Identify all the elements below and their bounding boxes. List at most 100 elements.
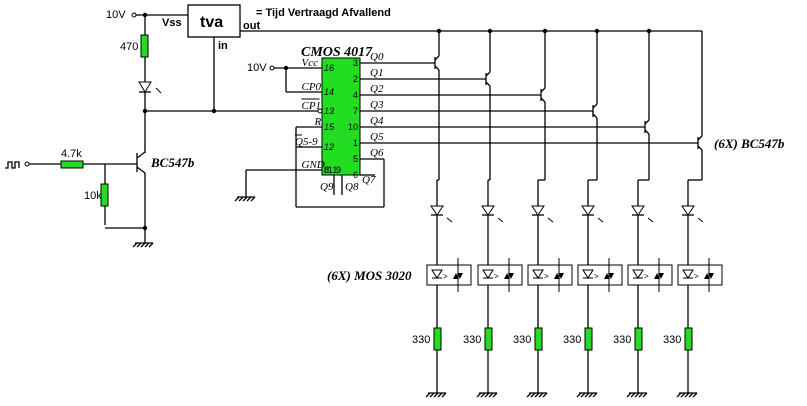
- led-icon: [631, 205, 654, 223]
- resistor-330-label: 330: [613, 334, 631, 346]
- led-icon: [138, 81, 162, 94]
- ic-pin-num: 3: [353, 58, 358, 68]
- resistor-4k7-label: 4.7k: [61, 148, 82, 160]
- tva-vss: Vss: [162, 17, 182, 29]
- resistor-330-label: 330: [513, 334, 531, 346]
- ic-pin-num: 5: [353, 154, 358, 164]
- svg-text:>: >: [694, 272, 699, 281]
- resistor-330-label: 330: [412, 334, 430, 346]
- resistor-330-label: 330: [463, 334, 481, 346]
- led-icon: [581, 205, 604, 223]
- transistor-icon: [540, 87, 546, 103]
- ic-pin-label: CP1: [302, 100, 322, 112]
- ic-pin-num: 11: [328, 165, 337, 175]
- input-terminal[interactable]: [24, 161, 30, 167]
- ic-pin-label: R: [314, 116, 322, 128]
- ic-pin-label: Q5-9: [295, 136, 318, 148]
- svg-text:>: >: [594, 272, 599, 281]
- ic-pin-label: GND: [302, 159, 325, 171]
- output-channel: >330: [360, 28, 573, 398]
- input-transistor-label: BC547b: [150, 155, 195, 170]
- resistor-4k7: [60, 160, 84, 169]
- optocoupler: >: [527, 258, 573, 292]
- transistor-icon: [434, 55, 440, 71]
- ic-pin-num: 10: [348, 122, 358, 132]
- resistor-330-label: 330: [563, 334, 581, 346]
- ic-pin-num: 14: [324, 87, 334, 97]
- supply-terminal: [131, 12, 137, 18]
- tva-label: tva: [200, 14, 223, 31]
- resistor-330: [584, 327, 593, 351]
- tva-description: = Tijd Vertraagd Afvallend: [256, 7, 391, 19]
- ic-pin-num: 16: [324, 63, 334, 73]
- ic-pin-num: 7: [353, 106, 358, 116]
- led-icon: [681, 205, 704, 223]
- output-channel: >330: [360, 31, 723, 398]
- ic-pin-num: 12: [324, 142, 334, 152]
- ground-icon: [576, 392, 598, 398]
- resistor-330: [433, 327, 442, 351]
- ic-pin-num: 1: [353, 138, 358, 148]
- transistor-icon: [485, 71, 491, 87]
- ground-icon: [676, 392, 698, 398]
- ic-output-label: Q8: [345, 181, 359, 193]
- ground-icon: [626, 392, 648, 398]
- ic-output-label: Q1: [370, 67, 383, 79]
- resistor-330: [634, 327, 643, 351]
- optocoupler: >: [677, 258, 723, 292]
- transistor-icon: [644, 119, 650, 135]
- ic-pin-num: 8: [324, 165, 329, 175]
- ic-name: CMOS 4017: [301, 45, 373, 60]
- output-channel: >330: [360, 28, 472, 398]
- ic-output-label: Q3: [370, 99, 384, 111]
- optocoupler: >: [577, 258, 623, 292]
- transistor-icon: [697, 135, 703, 151]
- resistor-330: [534, 327, 543, 351]
- output-transistors-label: (6X) BC547b: [714, 136, 785, 151]
- supply-label-top: 10V: [106, 9, 126, 21]
- led-icon: [481, 205, 504, 223]
- tva-in: in: [218, 40, 228, 52]
- tva-box: [187, 4, 241, 38]
- ground-icon: [476, 392, 498, 398]
- svg-text:>: >: [443, 272, 448, 281]
- output-channel: >330: [360, 28, 673, 398]
- optocoupler: >: [477, 258, 523, 292]
- svg-text:>: >: [644, 272, 649, 281]
- ic-pin-num: 13: [324, 106, 334, 116]
- transistor-icon: [592, 103, 598, 119]
- ic-output-label: Q9: [320, 181, 334, 193]
- led-icon: [531, 205, 554, 223]
- ground-icon: [425, 392, 447, 398]
- ic-pin-num: 6: [353, 170, 358, 180]
- ic-pin-num: 15: [324, 122, 335, 132]
- resistor-470: [140, 34, 149, 58]
- ic-output-label: Q2: [370, 83, 384, 95]
- resistor-330: [684, 327, 693, 351]
- ic-pin-num: 2: [353, 74, 358, 84]
- resistor-10k: [100, 183, 109, 207]
- ground-icon: [526, 392, 548, 398]
- tva-out: out: [243, 20, 260, 32]
- ground-icon: [234, 196, 256, 202]
- output-channel: >330: [360, 28, 523, 398]
- ic-output-label: Q5: [370, 131, 384, 143]
- ic-output-label: Q4: [370, 115, 384, 127]
- optocoupler-label: (6X) MOS 3020: [327, 268, 412, 283]
- resistor-330-label: 330: [663, 334, 681, 346]
- optocoupler: >: [426, 258, 472, 292]
- ic-output-label: Q6: [370, 147, 384, 159]
- ic-4017: [321, 57, 361, 176]
- ic-output-label: Q0: [370, 51, 384, 63]
- pulse-icon: [5, 161, 20, 169]
- ic-output-label: Q7: [362, 174, 376, 186]
- ic-pin-num: 4: [353, 90, 358, 100]
- optocoupler: >: [627, 258, 673, 292]
- output-channel: >330: [360, 28, 623, 398]
- supply-label-ic: 10V: [247, 62, 267, 74]
- resistor-330: [484, 327, 493, 351]
- led-icon: [430, 205, 453, 223]
- ic-pin-num: 9: [336, 165, 341, 175]
- svg-text:>: >: [544, 272, 549, 281]
